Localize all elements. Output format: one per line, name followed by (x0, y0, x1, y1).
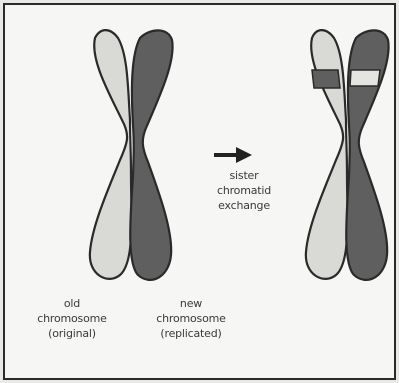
chromosome-pair-after (306, 30, 389, 280)
dark-band-on-light (312, 70, 340, 88)
old-chromosome-label: old chromosome (original) (28, 296, 116, 341)
new-chromosome-label: new chromosome (replicated) (142, 296, 240, 341)
light-band-on-dark (350, 70, 380, 86)
old-chromatid (90, 30, 132, 279)
exchange-arrow (214, 147, 252, 163)
dark-chromatid-after (346, 30, 388, 280)
chromosome-pair-before (90, 30, 173, 280)
exchange-label: sister chromatid exchange (212, 168, 276, 213)
light-chromatid-after (306, 30, 348, 279)
new-chromatid (130, 30, 172, 280)
